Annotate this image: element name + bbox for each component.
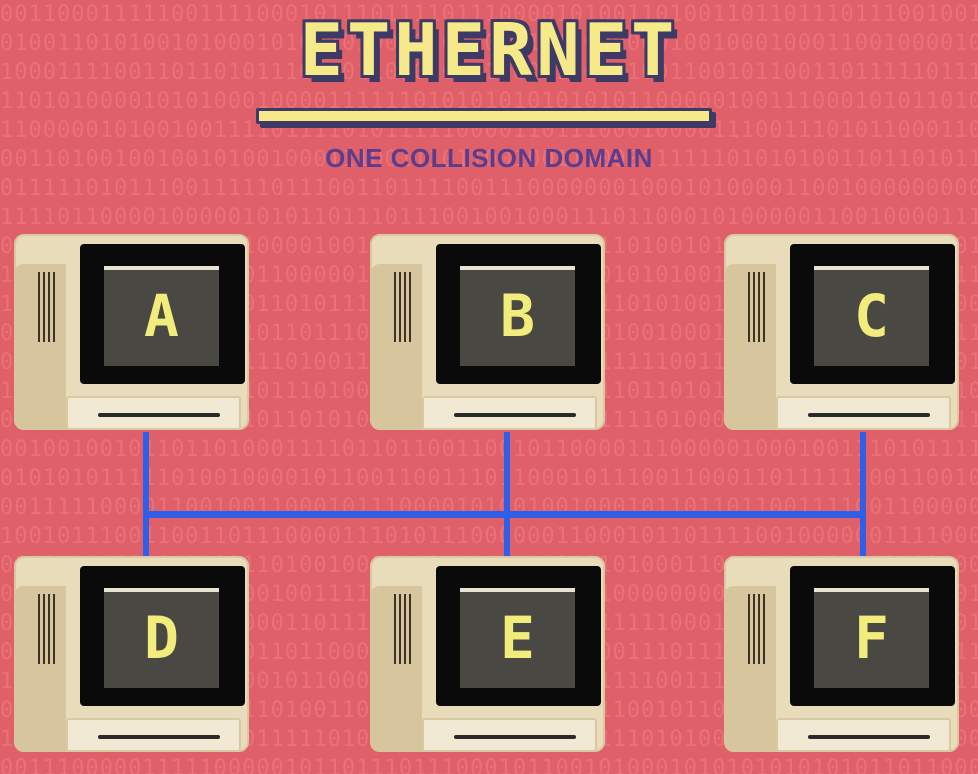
computer-label: D	[104, 588, 219, 688]
cable-c	[860, 432, 866, 514]
computer-a: A	[14, 234, 254, 434]
disk-drive	[422, 396, 597, 430]
cable-b	[504, 432, 510, 514]
computer-label: B	[460, 266, 575, 366]
cable-a	[143, 432, 149, 514]
computer-b: B	[370, 234, 610, 434]
computer-label: E	[460, 588, 575, 688]
monitor: D	[80, 566, 245, 706]
monitor: C	[790, 244, 955, 384]
computer-d: D	[14, 556, 254, 756]
vent-icon	[394, 272, 414, 342]
subtitle: ONE COLLISION DOMAIN	[325, 143, 653, 173]
disk-drive	[66, 396, 241, 430]
page-title: ETHERNET	[299, 8, 679, 92]
drive-slot	[454, 413, 576, 417]
cable-d	[143, 514, 149, 558]
drive-slot	[98, 413, 220, 417]
computer-f: F	[724, 556, 964, 756]
vent-icon	[394, 594, 414, 664]
monitor: B	[436, 244, 601, 384]
drive-slot	[98, 735, 220, 739]
vent-icon	[38, 594, 58, 664]
cable-e	[504, 514, 510, 558]
cable-f	[860, 514, 866, 558]
vent-icon	[38, 272, 58, 342]
drive-slot	[808, 413, 930, 417]
drive-slot	[454, 735, 576, 739]
computer-c: C	[724, 234, 964, 434]
vent-icon	[748, 272, 768, 342]
disk-drive	[422, 718, 597, 752]
monitor: E	[436, 566, 601, 706]
monitor: A	[80, 244, 245, 384]
disk-drive	[776, 718, 951, 752]
monitor: F	[790, 566, 955, 706]
computer-label: C	[814, 266, 929, 366]
disk-drive	[66, 718, 241, 752]
title-underline	[256, 108, 712, 124]
vent-icon	[748, 594, 768, 664]
drive-slot	[808, 735, 930, 739]
computer-e: E	[370, 556, 610, 756]
computer-label: A	[104, 266, 219, 366]
disk-drive	[776, 396, 951, 430]
computer-label: F	[814, 588, 929, 688]
